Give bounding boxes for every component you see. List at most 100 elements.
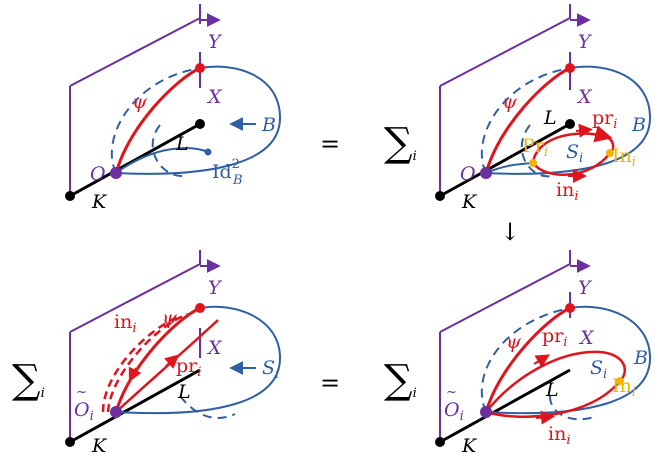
- label-L: L: [545, 379, 559, 401]
- panel-top-right: Y X ψ L B O K pri Pri Si Ini ini: [435, 4, 652, 213]
- label-Y: Y: [208, 31, 223, 53]
- label-pr: pri: [176, 355, 201, 380]
- label-B: B: [631, 114, 646, 136]
- arrow-pr: [533, 354, 551, 368]
- label-in: ini: [548, 423, 571, 448]
- point-X: [195, 303, 205, 313]
- loop-top-pr: [531, 125, 615, 164]
- point-K: [435, 191, 445, 201]
- label-L: L: [177, 381, 191, 403]
- label-O: Oi: [74, 399, 94, 424]
- label-Pr: Pri: [522, 135, 548, 160]
- label-K: K: [91, 191, 108, 213]
- axis-K: [439, 122, 571, 198]
- point-In: [606, 149, 614, 157]
- label-K: K: [461, 435, 478, 457]
- point-K: [65, 191, 75, 201]
- sphere-outline: [485, 65, 652, 175]
- sphere-back-dashed: [110, 67, 201, 174]
- label-K: K: [91, 435, 108, 457]
- sum-top: ∑i: [384, 120, 417, 166]
- label-O-tilde: ~: [446, 385, 457, 400]
- sphere-back-dashed: [480, 67, 571, 174]
- label-psi: ψ: [506, 331, 522, 353]
- psi-curve: [484, 306, 571, 413]
- label-X: X: [578, 327, 595, 349]
- label-Y: Y: [578, 31, 593, 53]
- point-X: [565, 63, 575, 73]
- point-L: [565, 119, 575, 129]
- sphere-outline: [115, 65, 282, 175]
- equals-bottom: =: [320, 369, 340, 397]
- point-O: [110, 167, 122, 179]
- inner-arc: [115, 147, 209, 174]
- label-In: Ini: [612, 145, 636, 170]
- axis-K: [69, 122, 201, 198]
- label-S: Si: [590, 357, 607, 382]
- label-O: O: [460, 163, 476, 185]
- point-L: [195, 119, 205, 129]
- label-O-tilde: ~: [76, 385, 87, 400]
- label-In: Ini: [612, 375, 636, 400]
- plane-frame: [69, 250, 201, 443]
- label-psi: ψ: [162, 307, 178, 329]
- point-O: [110, 406, 122, 418]
- psi-curve: [114, 66, 201, 174]
- plane-frame: [439, 4, 571, 197]
- inner-dashed-arc: [520, 124, 553, 178]
- psi-curve: [114, 306, 201, 413]
- label-S: Si: [566, 141, 583, 166]
- label-Y: Y: [578, 277, 593, 299]
- point-O: [480, 167, 492, 179]
- label-K: K: [461, 191, 478, 213]
- label-O: O: [90, 163, 106, 185]
- id-point: [204, 148, 212, 156]
- panel-bottom-right: Y X ψ pri Si B Ini L ini Oi ~ K: [435, 250, 652, 457]
- arrow-pr: [164, 354, 180, 369]
- label-psi: ψ: [502, 91, 518, 113]
- label-B: B: [633, 347, 648, 369]
- label-in: ini: [556, 179, 579, 204]
- psi-curve: [484, 66, 571, 174]
- arrow-in: [128, 366, 142, 383]
- label-S: Si: [262, 357, 279, 382]
- point-X: [195, 63, 205, 73]
- sum-bottom-right: ∑i: [384, 357, 417, 403]
- label-Y: Y: [208, 277, 223, 299]
- inner-dashed-arc: [179, 395, 236, 419]
- label-pr: pri: [542, 325, 567, 350]
- point-O: [480, 406, 492, 418]
- label-X: X: [576, 86, 593, 108]
- label-psi: ψ: [132, 91, 148, 113]
- plane-frame: [439, 250, 571, 443]
- label-B: B: [261, 114, 276, 136]
- inner-dashed-arc: [549, 395, 596, 421]
- loop-bottom-in: [531, 152, 612, 176]
- pr-curve: [485, 350, 626, 413]
- sphere-back-dashed: [480, 307, 571, 413]
- label-L: L: [175, 133, 189, 155]
- label-pr: pri: [592, 107, 617, 132]
- point-K: [65, 437, 75, 447]
- arrow-pr: [575, 123, 593, 138]
- point-K: [435, 437, 445, 447]
- sphere-outline: [485, 305, 652, 415]
- equals-top: =: [320, 130, 340, 158]
- label-X: X: [206, 86, 223, 108]
- in-dashed-curve: [106, 312, 189, 413]
- inner-dashed-arc: [151, 124, 189, 177]
- arrow-in: [535, 410, 555, 425]
- label-O: Oi: [444, 399, 464, 424]
- panel-bottom-left: Y X ψ ini pri Si L Oi ~ K: [65, 250, 282, 457]
- sum-bottom-left: ∑i: [12, 357, 45, 403]
- point-X: [565, 303, 575, 313]
- in-dashed-curve-2: [101, 314, 181, 413]
- label-X: X: [206, 337, 223, 359]
- label-L: L: [543, 107, 557, 129]
- axis-K: [439, 368, 571, 444]
- sphere-outline: [115, 305, 282, 415]
- point-Pr: [529, 159, 537, 167]
